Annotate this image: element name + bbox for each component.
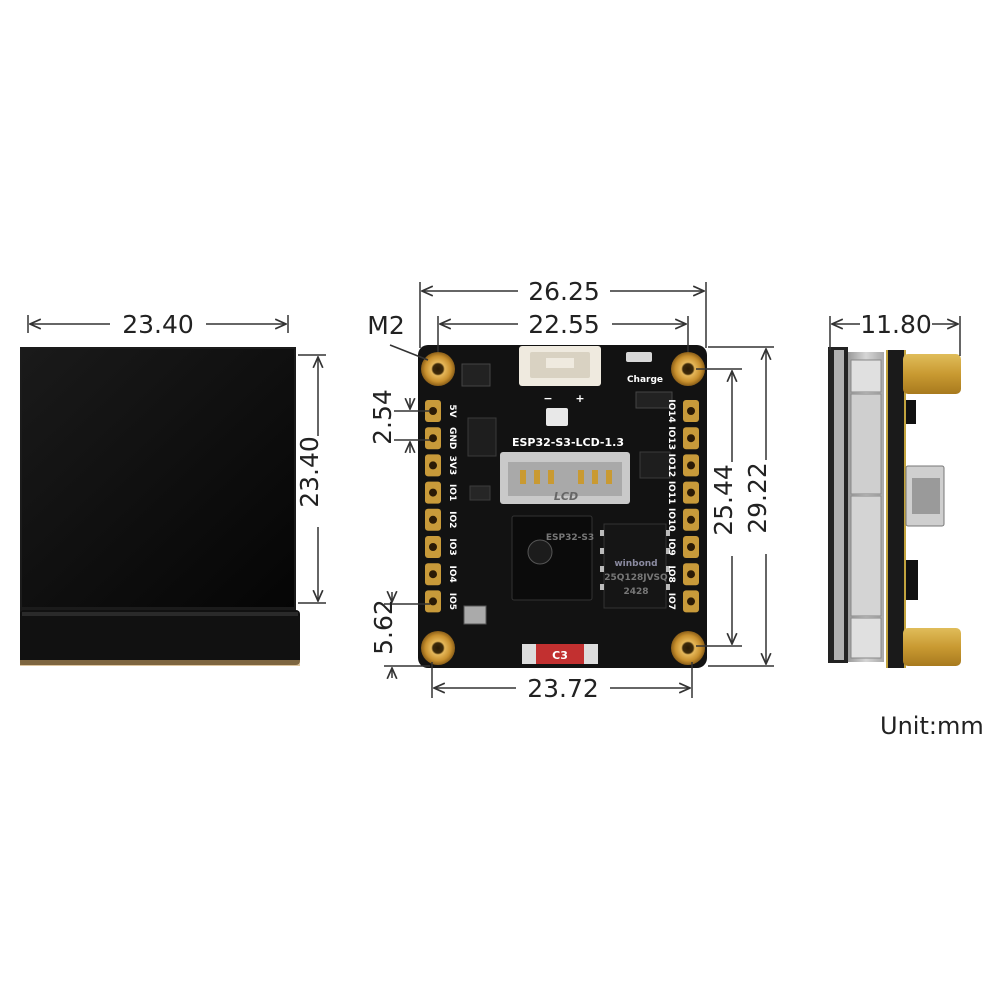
waveshare-logo xyxy=(546,408,568,426)
mcu-marking: ESP32-S3 xyxy=(546,533,594,543)
lcd-display-area xyxy=(22,349,294,607)
dim-screen-height: 23.40 xyxy=(295,354,326,604)
left-pin-label-6: IO4 xyxy=(447,566,457,583)
left-pin-label-5: IO3 xyxy=(447,538,457,555)
hole-spacing-vertical-label: 25.44 xyxy=(709,464,738,536)
dim-hole-spacing-top: 22.55 xyxy=(437,310,689,352)
battery-minus-label: − xyxy=(543,392,552,405)
left-pin-label-7: IO5 xyxy=(447,593,457,610)
dim-screen-width: 23.40 xyxy=(27,310,289,339)
standoff-top xyxy=(903,354,961,394)
hole-callout: M2 xyxy=(367,311,429,361)
hole-spacing-bottom-label: 23.72 xyxy=(527,674,599,703)
screen-width-label: 23.40 xyxy=(122,310,194,339)
hole-spacing-top-label: 22.55 xyxy=(528,310,600,339)
chip-code: 2428 xyxy=(623,587,648,597)
module-thickness-label: 11.80 xyxy=(860,310,932,339)
esp32-s3-chip xyxy=(511,515,593,601)
module-side-view xyxy=(828,347,961,668)
right-pin-label-3: IO11 xyxy=(666,481,676,505)
small-chip-2 xyxy=(467,417,497,457)
left-pin-label-2: 3V3 xyxy=(447,456,457,476)
left-pin-label-4: IO2 xyxy=(447,511,457,528)
mount-hole-top-right xyxy=(671,352,705,386)
board-height-label: 29.22 xyxy=(743,462,772,534)
pin-pitch-label: 2.54 xyxy=(368,389,397,445)
model-label: ESP32-S3-LCD-1.3 xyxy=(512,436,624,449)
right-pin-label-4: IO10 xyxy=(666,508,676,532)
right-pin-label-7: IO7 xyxy=(666,593,676,610)
hole-label: M2 xyxy=(367,311,404,340)
battery-plus-label: + xyxy=(575,392,584,405)
board-width-label: 26.25 xyxy=(528,277,600,306)
lcd-front-view xyxy=(20,347,300,666)
dim-hole-spacing-vertical: 25.44 xyxy=(696,368,742,647)
right-pin-label-5: IO9 xyxy=(666,538,676,555)
right-pin-label-1: IO13 xyxy=(666,426,676,450)
left-pin-label-1: GND xyxy=(447,427,457,449)
mount-hole-bottom-right xyxy=(671,631,705,665)
right-pin-label-2: IO12 xyxy=(666,454,676,478)
unit-label: Unit:mm xyxy=(880,712,984,740)
charge-led xyxy=(626,352,652,362)
right-pin-label-0: IO14 xyxy=(666,399,676,423)
bottom-offset-label: 5.62 xyxy=(369,599,398,655)
chip-brand: winbond xyxy=(614,559,657,569)
small-chip-1 xyxy=(461,363,491,387)
dim-bottom-offset: 5.62 xyxy=(369,592,430,678)
lcd-connector-label: LCD xyxy=(554,490,578,503)
dim-pin-pitch: 2.54 xyxy=(368,389,430,453)
cap-c3 xyxy=(522,644,598,664)
mount-hole-bottom-left xyxy=(421,631,455,665)
lcd-flex-cover xyxy=(20,610,300,665)
dim-board-overall-width: 26.25 xyxy=(419,277,707,348)
dim-module-thickness: 11.80 xyxy=(829,310,961,356)
screen-height-label: 23.40 xyxy=(295,436,324,508)
pcb-board: − + Charge ESP32-S3-LCD-1.3 LCD ESP32- xyxy=(418,345,707,668)
right-pin-label-6: IO8 xyxy=(666,566,676,583)
crystal xyxy=(463,605,487,625)
mount-hole-top-left xyxy=(421,352,455,386)
dim-hole-spacing-bottom: 23.72 xyxy=(431,662,693,703)
dim-board-overall-height: 29.22 xyxy=(708,346,774,667)
left-pin-label-0: 5V xyxy=(447,404,457,417)
chip-marking: 25Q128JVSQ xyxy=(604,573,668,583)
charge-label: Charge xyxy=(627,375,663,385)
cap-label: C3 xyxy=(552,649,568,662)
left-pin-label-3: IO1 xyxy=(447,484,457,501)
standoff-bottom xyxy=(903,628,961,666)
